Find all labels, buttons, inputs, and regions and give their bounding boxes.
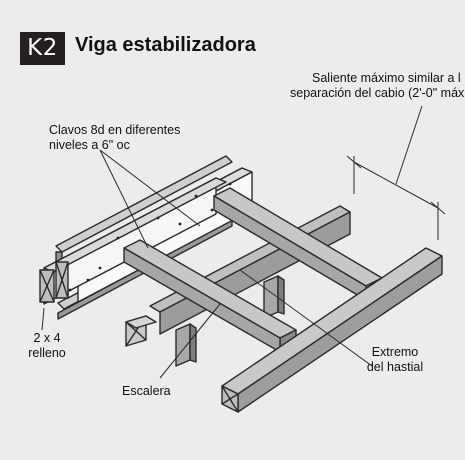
ladder-label: Escalera — [122, 384, 171, 398]
ladder-outrigger — [123, 187, 383, 353]
stabilizer-beam — [43, 167, 253, 305]
filler-block — [39, 261, 69, 303]
filler-label: 2 x 4 relleno — [28, 331, 66, 360]
overhang-dimension — [346, 105, 446, 240]
gable-end-board — [221, 247, 443, 413]
nails-label: Clavos 8d en diferentes niveles a 6" oc — [49, 123, 181, 152]
overhang-label: Saliente máximo similar a l separación d… — [290, 71, 465, 100]
leader-lines — [41, 149, 373, 379]
section-badge: K2 — [20, 32, 65, 65]
diagram-title: Viga estabilizadora — [75, 34, 256, 56]
gable-end-label: Extremo del hastial — [366, 345, 424, 374]
support-post — [175, 275, 285, 367]
